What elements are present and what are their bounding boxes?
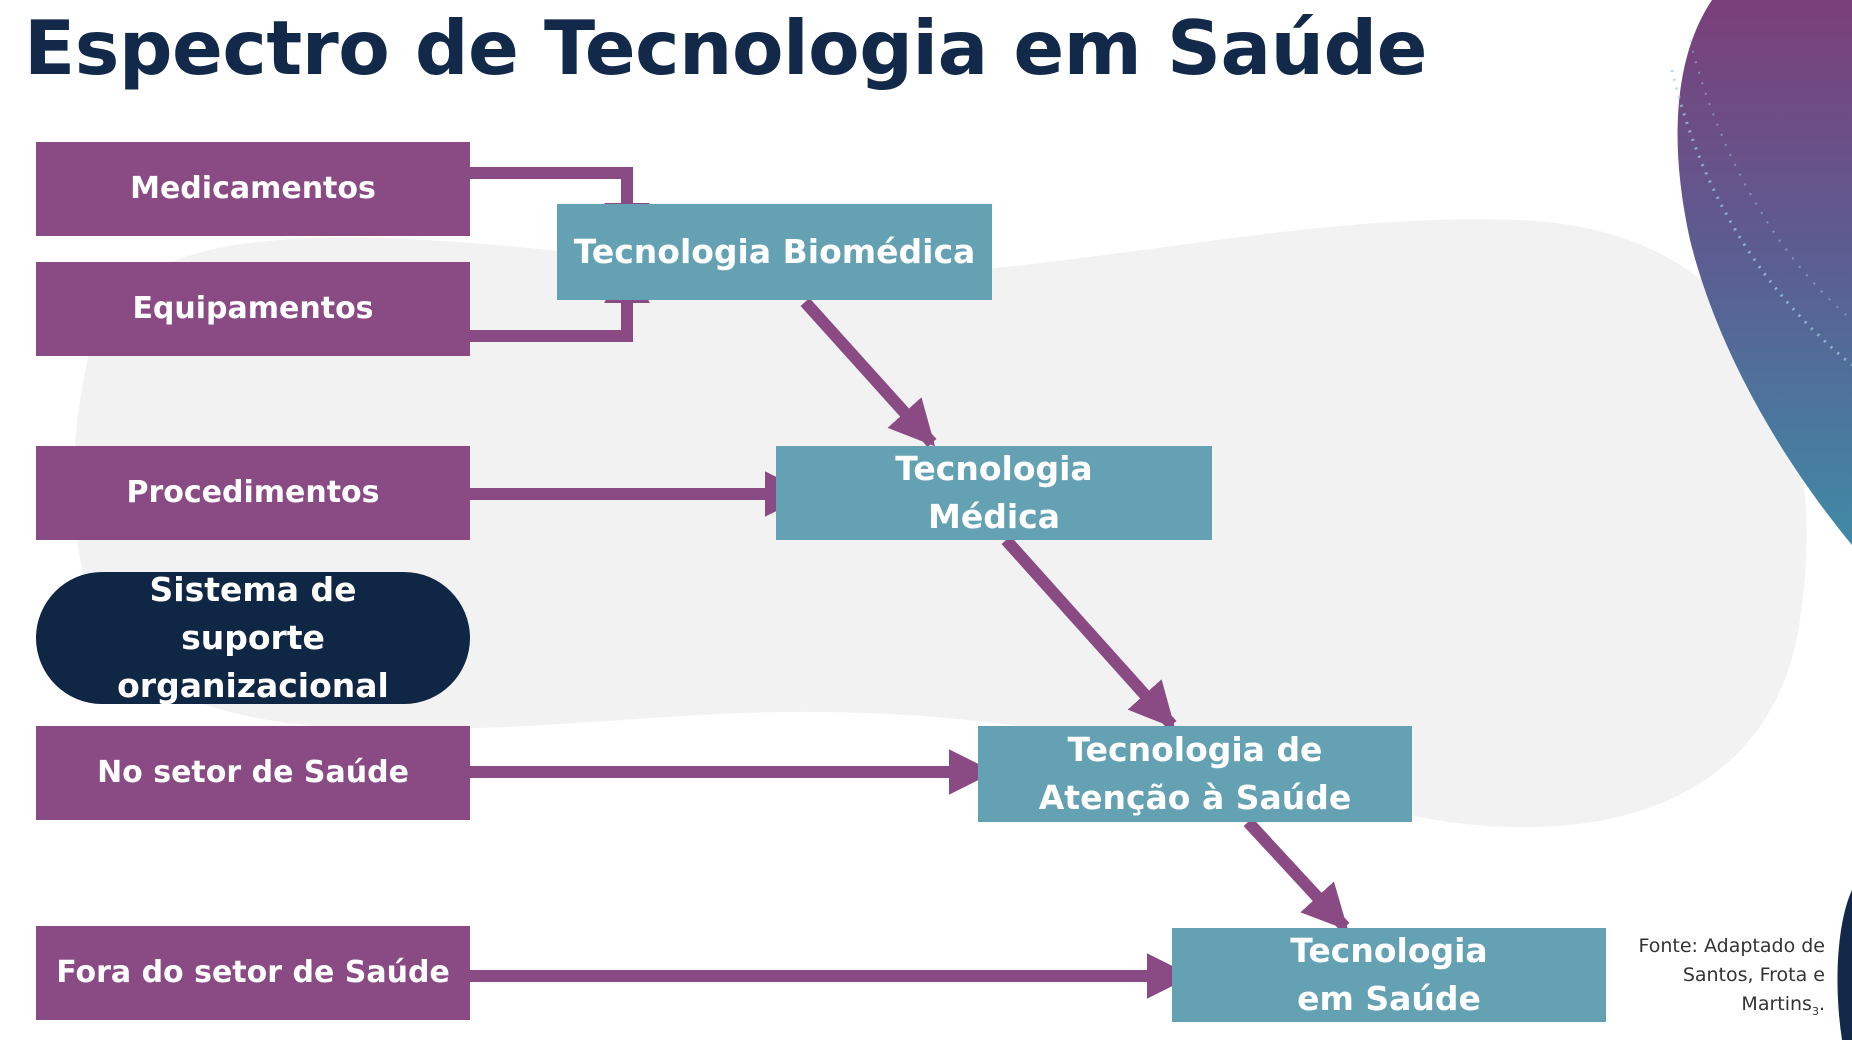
source-note-text: Fonte: Adaptado de Santos, Frota e Marti… <box>1638 935 1826 1015</box>
support-system-label: Sistema de suporte organizacional <box>117 570 389 705</box>
arrow-biomedica-to-medica <box>800 297 937 448</box>
category-box-medicamentos: Medicamentos <box>36 142 470 236</box>
category-box-fora-setor: Fora do setor de Saúde <box>36 926 470 1020</box>
level-box-atencao: Tecnologia de Atenção à Saúde <box>978 726 1412 822</box>
decorative-corner-shape <box>1837 890 1852 1040</box>
category-label: Equipamentos <box>132 291 374 326</box>
level-label: Tecnologia Médica <box>895 449 1093 536</box>
category-box-procedimentos: Procedimentos <box>36 446 470 540</box>
category-box-equipamentos: Equipamentos <box>36 262 470 356</box>
arrow-medica-to-atencao <box>1001 535 1177 730</box>
category-label: Procedimentos <box>126 475 380 510</box>
level-label: Tecnologia em Saúde <box>1290 931 1488 1018</box>
category-label: Fora do setor de Saúde <box>56 955 450 990</box>
level-label: Tecnologia Biomédica <box>573 232 976 271</box>
source-reference-number: 3 <box>1811 1004 1819 1018</box>
source-note: Fonte: Adaptado de Santos, Frota e Marti… <box>1638 935 1826 1018</box>
level-label: Tecnologia de Atenção à Saúde <box>1038 730 1352 817</box>
support-system-box: Sistema de suporte organizacional <box>36 570 470 705</box>
level-box-biomedica: Tecnologia Biomédica <box>557 204 992 300</box>
level-box-medica: Tecnologia Médica <box>776 446 1212 540</box>
category-label: No setor de Saúde <box>97 755 409 790</box>
level-box-saude: Tecnologia em Saúde <box>1172 928 1606 1022</box>
category-label: Medicamentos <box>130 171 376 206</box>
arrow-atencao-to-saude <box>1243 817 1350 932</box>
decorative-wave-shape <box>1677 0 1852 545</box>
category-box-setor-saude: No setor de Saúde <box>36 726 470 820</box>
slide-title: Espectro de Tecnologia em Saúde <box>24 4 1428 92</box>
